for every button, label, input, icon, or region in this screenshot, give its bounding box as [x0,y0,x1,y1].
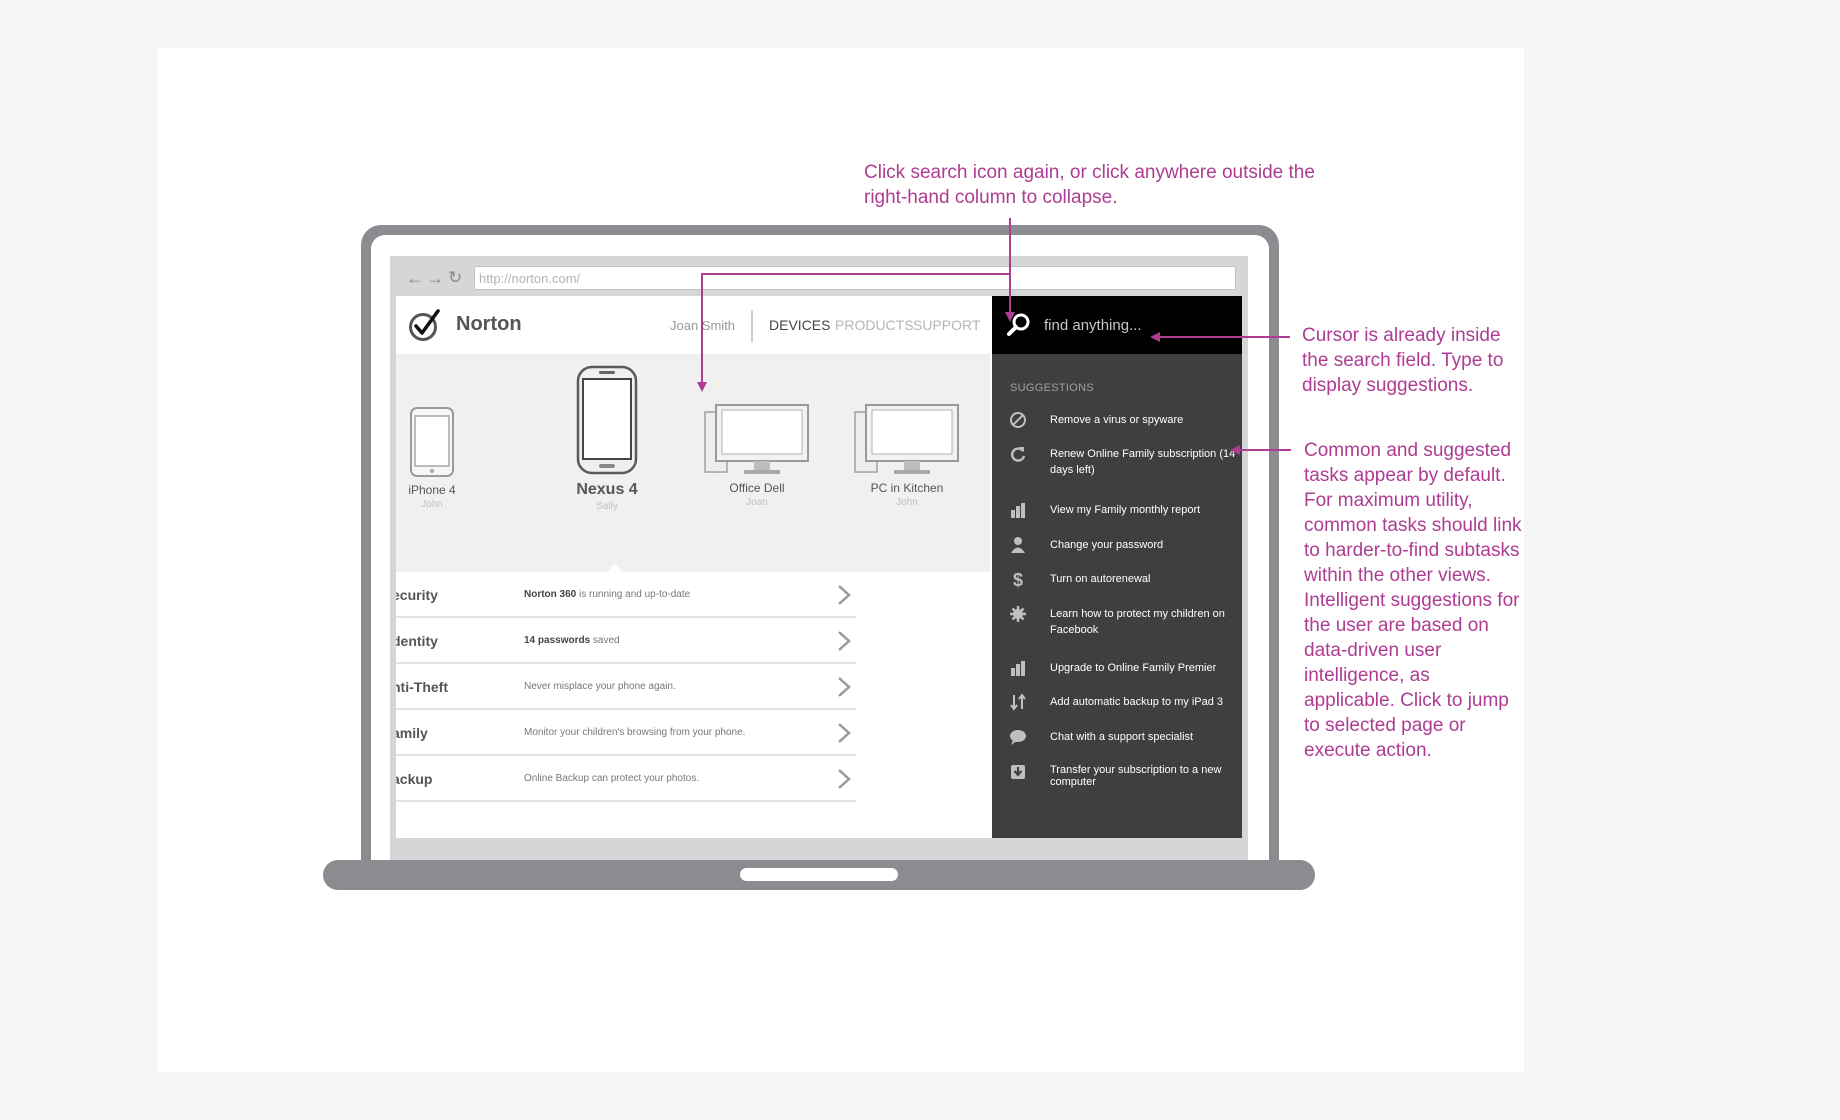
device-owner: Sally [596,501,618,512]
suggestions-heading: SUGGESTIONS [1010,382,1094,394]
arrow-left-icon[interactable]: ← [406,268,424,288]
suggestion-label: Turn on autorenewal [1050,573,1151,585]
feature-desc-text: Monitor your children's browsing from yo… [524,727,746,738]
suggestion-label: Change your password [1050,539,1164,551]
gear-icon [1010,606,1026,622]
search-panel: SUGGESTIONS Remove a virus or spyware Re… [992,296,1242,838]
laptop-screen: ← → ↻ http://norton.com/ Norton Joan Smi… [396,262,1242,838]
feature-desc-text: Online Backup can protect your photos. [524,773,700,784]
download-box-icon [1011,765,1025,779]
arrowhead [697,382,707,392]
header-divider [751,310,753,342]
device-owner: John [896,497,918,508]
device-pc-in-kitchen[interactable]: PC in Kitchen John [852,404,962,508]
feature-desc: Never misplace your phone again. [524,681,676,692]
arrow-right-icon[interactable]: → [426,268,444,288]
device-name: iPhone 4 [408,483,456,497]
refresh-icon [1011,447,1026,462]
feature-name: dentity [396,633,438,649]
search-icon[interactable] [1006,312,1032,338]
device-name: Nexus 4 [576,481,638,498]
feature-row-family[interactable]: amily Monitor your children's browsing f… [396,710,856,756]
user-icon [1011,537,1025,553]
feature-row-security[interactable]: ecurity Norton 360 is running and up-to-… [396,572,856,618]
chevron-right-icon[interactable] [834,584,854,606]
feature-desc: Norton 360 is running and up-to-date [524,589,690,600]
suggestion-label: Renew Online Family subscription (14 day… [1050,448,1236,476]
arrowhead [1230,445,1240,455]
feature-desc-text: saved [590,635,620,646]
chevron-right-icon[interactable] [834,722,854,744]
device-name: PC in Kitchen [870,481,944,495]
collapse-arrow-to-content [701,273,1010,382]
chevron-right-icon[interactable] [834,676,854,698]
feature-name: nti-Theft [396,679,448,695]
feature-desc: Monitor your children's browsing from yo… [524,727,745,738]
norton-check-logo-icon[interactable] [408,308,442,342]
feature-desc: Online Backup can protect your photos. [524,773,699,784]
chevron-right-icon[interactable] [834,768,854,790]
annotation-cursor: Cursor is already inside the search fiel… [1302,325,1504,396]
device-nexus-4[interactable]: Nexus 4 Sally [572,364,642,512]
chat-bubble-icon [1010,730,1026,745]
feature-row-anti-theft[interactable]: nti-Theft Never misplace your phone agai… [396,664,856,710]
feature-desc-text: Never misplace your phone again. [524,681,676,692]
suggestion-label: Remove a virus or spyware [1050,414,1184,426]
reload-icon[interactable]: ↻ [448,268,463,287]
selected-device-pointer [606,564,624,573]
dollar-icon: $ [1013,570,1023,589]
browser-chrome: ← → ↻ http://norton.com/ [396,262,1242,296]
search-input[interactable] [1044,310,1234,340]
suggestion-label: Transfer your subscription to a new comp… [1050,764,1222,788]
feature-desc: 14 passwords saved [524,635,620,646]
feature-name: ecurity [396,587,438,603]
device-owner: John [421,499,443,510]
nav-support[interactable]: SUPPORT [913,317,981,333]
phone-icon [410,407,454,477]
no-entry-icon [1010,412,1026,428]
device-name: Office Dell [729,481,785,495]
nav-devices[interactable]: DEVICES [769,317,831,333]
device-iphone-4[interactable]: iPhone 4 John [406,406,458,510]
arrowhead [1005,312,1015,322]
desktop-computer-icon [704,404,809,474]
feature-row-identity[interactable]: dentity 14 passwords saved [396,618,856,664]
feature-desc-bold: Norton 360 [524,589,577,600]
suggestion-label: View my Family monthly report [1050,504,1201,516]
svg-text:$: $ [1013,570,1023,589]
nav-products[interactable]: PRODUCTS [835,317,914,333]
suggestion-label: Learn how to protect my children on Face… [1050,608,1225,636]
arrowhead [1150,332,1160,342]
suggestion-label: Chat with a support specialist [1050,731,1194,743]
laptop-base-notch [740,868,898,881]
annotation-collapse: Click search icon again, or click anywhe… [864,162,1315,208]
desktop-computer-icon [854,404,959,474]
search-bar [992,296,1242,354]
feature-desc-bold: 14 passwords [524,635,591,646]
device-office-dell[interactable]: Office Dell Joan [702,404,812,508]
sync-arrows-icon [1010,693,1026,711]
bar-chart-icon [1011,503,1025,518]
suggestion-label: Upgrade to Online Family Premier [1050,662,1217,674]
chevron-right-icon[interactable] [834,630,854,652]
suggestion-label: Add automatic backup to my iPad 3 [1050,696,1224,708]
feature-name: amily [396,725,428,741]
annotation-tasks: Common and suggested tasks appear by def… [1304,440,1522,761]
feature-desc-text: is running and up-to-date [576,589,691,600]
phone-icon [576,365,638,475]
address-bar[interactable]: http://norton.com/ [474,266,1236,290]
feature-list: ecurity Norton 360 is running and up-to-… [396,572,856,802]
bar-chart-icon [1011,661,1025,676]
feature-name: ackup [396,771,433,787]
logo-text[interactable]: Norton [456,313,522,335]
device-owner: Joan [746,497,768,508]
devices-carousel: iPhone 4 John Nexus 4 Sally Office De [396,354,990,572]
feature-row-backup[interactable]: ackup Online Backup can protect your pho… [396,756,856,802]
